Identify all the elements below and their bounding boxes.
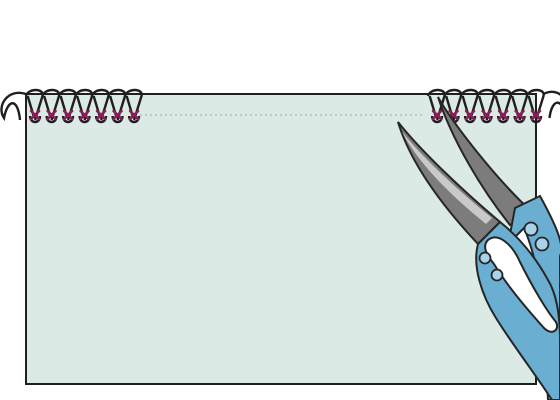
serger-thread-tail bbox=[542, 90, 560, 119]
needle-thread-stitch bbox=[62, 109, 74, 121]
needle-thread-stitch bbox=[514, 109, 525, 121]
needle-thread-stitch bbox=[128, 109, 140, 121]
serger-loop-base bbox=[127, 115, 141, 124]
snips-rivet bbox=[534, 236, 550, 252]
snips-rivet bbox=[523, 221, 539, 237]
serger-loop-base bbox=[94, 115, 108, 124]
needle-thread-stitch bbox=[95, 109, 107, 121]
needle-thread-stitch bbox=[497, 109, 509, 121]
needle-thread-stitch bbox=[46, 109, 57, 121]
serger-stitch-chain-right bbox=[426, 88, 560, 124]
needle-thread-stitch bbox=[79, 109, 90, 121]
serger-loop-base bbox=[28, 115, 42, 124]
needle-thread-stitch bbox=[530, 109, 542, 121]
serger-loop-base bbox=[480, 115, 493, 124]
serger-loop-base bbox=[463, 115, 477, 124]
snips-rivet bbox=[490, 268, 504, 282]
thread-snips-icon bbox=[397, 96, 560, 400]
serger-loop-base bbox=[111, 115, 124, 124]
serger-thread-tail bbox=[0, 91, 27, 122]
snips-handle-front-slot bbox=[484, 236, 558, 333]
serger-stitch-chain-left bbox=[0, 88, 143, 124]
serger-loop-base bbox=[61, 115, 75, 124]
serger-loop-base bbox=[78, 115, 91, 124]
needle-thread-stitch bbox=[481, 109, 492, 121]
serger-loop-base bbox=[513, 115, 526, 124]
serger-loop-base bbox=[45, 115, 58, 124]
serger-loop-base bbox=[430, 115, 444, 124]
needle-thread-stitch bbox=[29, 109, 41, 121]
snips-rivet bbox=[478, 251, 492, 265]
needle-thread-stitch bbox=[112, 109, 123, 121]
fabric-swatch bbox=[25, 93, 537, 385]
snips-blade-edge bbox=[402, 132, 492, 224]
serger-loop-base bbox=[496, 115, 510, 124]
serger-loop-base bbox=[529, 115, 543, 124]
needle-thread-stitch bbox=[431, 109, 443, 121]
needle-thread-stitch bbox=[464, 109, 476, 121]
